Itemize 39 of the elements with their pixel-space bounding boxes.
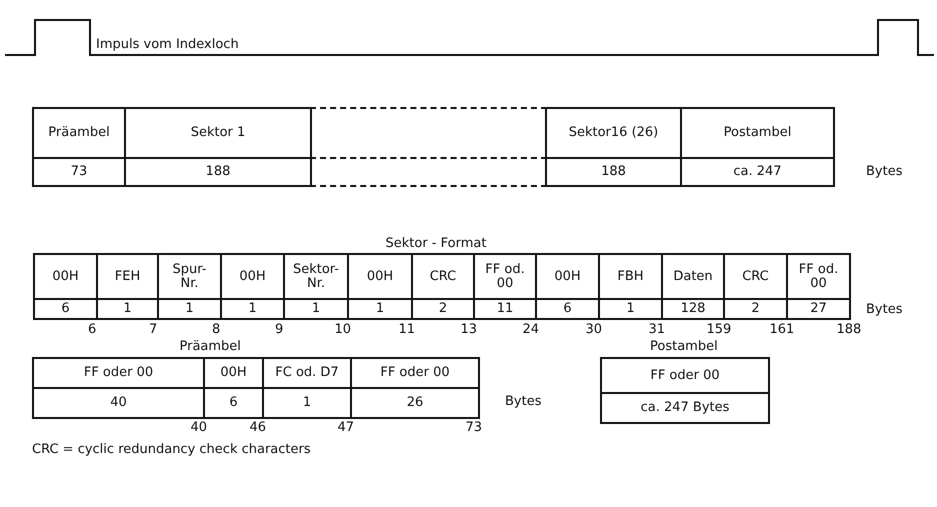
table-cell: FF oder 00 xyxy=(350,357,480,389)
offset-label: 11 xyxy=(398,322,416,338)
offset-label: 30 xyxy=(586,322,602,338)
unit-label: Bytes xyxy=(866,164,902,180)
offset-label: 9 xyxy=(275,322,284,338)
unit-label: Bytes xyxy=(866,302,902,318)
unit-label: Bytes xyxy=(505,394,542,410)
table-cell: Präambel xyxy=(32,107,126,159)
offset-label: 31 xyxy=(648,322,666,338)
offset-label: 46 xyxy=(250,420,266,436)
table-cell: 27 xyxy=(786,298,851,320)
table-title: Sektor - Format xyxy=(386,236,486,252)
offset-label: 47 xyxy=(338,420,354,436)
table-cell: 40 xyxy=(32,387,205,419)
offset-label: 6 xyxy=(88,322,96,338)
offset-label: 24 xyxy=(522,322,540,338)
offset-label: 73 xyxy=(466,420,482,436)
table-cell: FF od. 00 xyxy=(786,253,851,300)
offset-label: 40 xyxy=(190,420,208,436)
footnote: CRC = cyclic redundancy check characters xyxy=(32,442,311,458)
table-cell: ca. 247 Bytes xyxy=(600,392,770,424)
offset-label: 188 xyxy=(836,322,862,338)
table-cell: 00H xyxy=(33,253,98,300)
offset-label: 159 xyxy=(706,322,732,338)
offset-label: 7 xyxy=(149,322,158,338)
table-cell: ca. 247 xyxy=(680,157,835,187)
table-cell: 26 xyxy=(350,387,480,419)
table-title: Präambel xyxy=(180,339,241,355)
table-cell: 73 xyxy=(32,157,126,187)
table-cell: FF oder 00 xyxy=(600,357,770,394)
offset-label: 161 xyxy=(770,322,794,338)
offset-label: 13 xyxy=(460,322,478,338)
offset-label: 10 xyxy=(334,322,352,338)
table-cell: FF oder 00 xyxy=(32,357,205,389)
offset-label: 8 xyxy=(212,322,220,338)
table-title: Postambel xyxy=(650,339,718,355)
signal-label: Impuls vom Indexloch xyxy=(96,37,239,53)
table-cell: Postambel xyxy=(680,107,835,159)
table-cell: 6 xyxy=(33,298,98,320)
